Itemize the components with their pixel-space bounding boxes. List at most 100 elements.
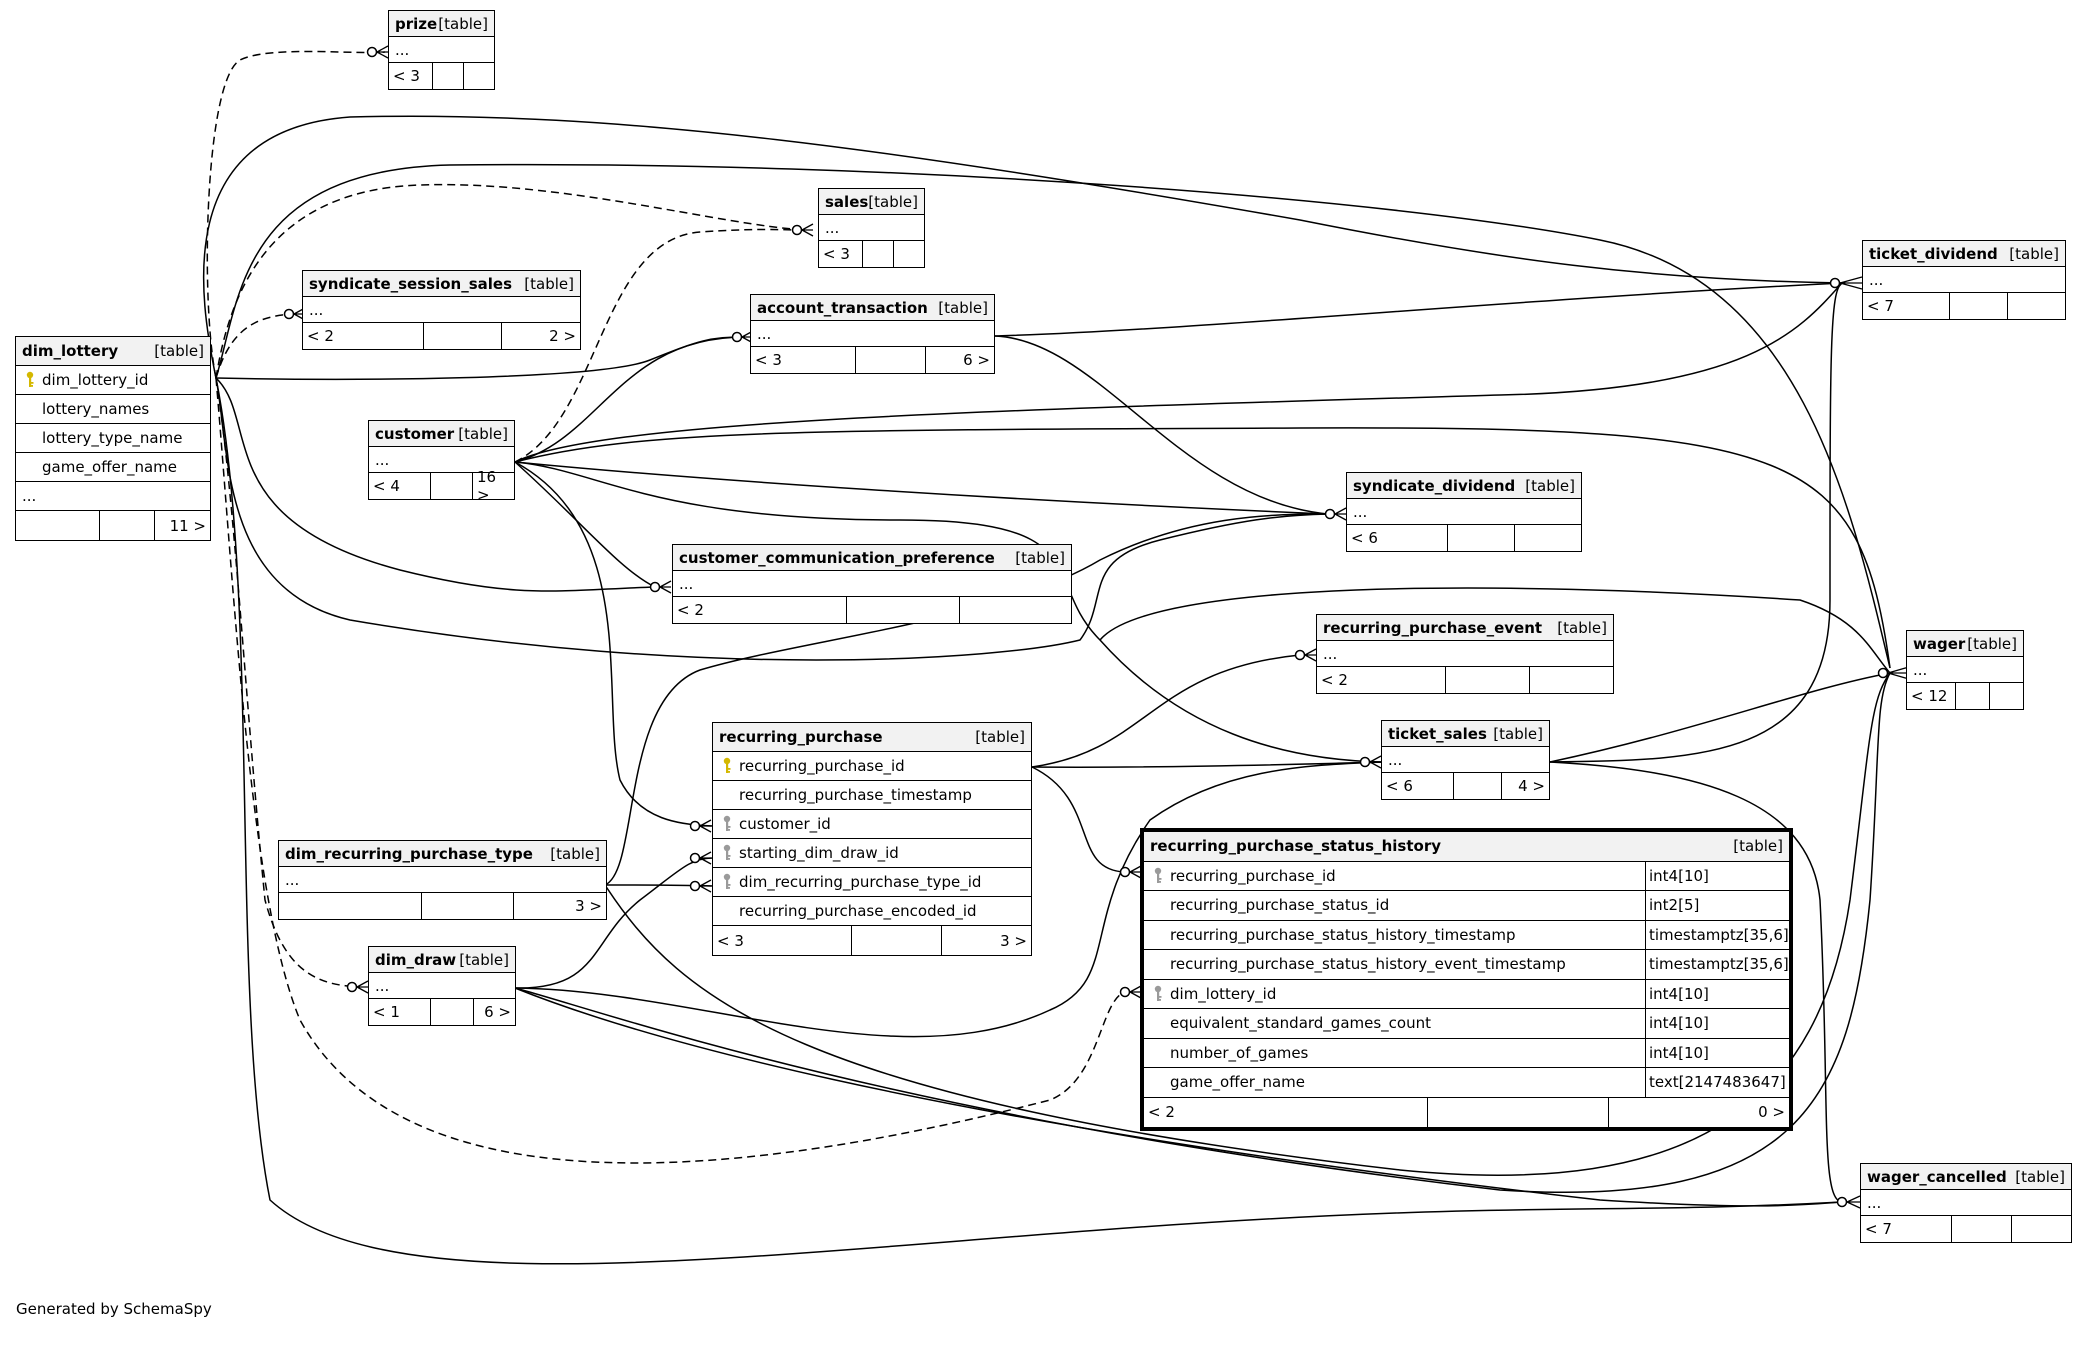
column-row[interactable]: customer_id bbox=[713, 810, 1031, 839]
children-count[interactable] bbox=[463, 63, 494, 89]
table-wager[interactable]: wager[table]...< 12 bbox=[1906, 630, 2024, 710]
table-footer: < 7 bbox=[1863, 293, 2065, 319]
cardinality-circle bbox=[689, 880, 701, 892]
table-syndicate-session-sales[interactable]: syndicate_session_sales[table]... < 2 2 > bbox=[302, 270, 581, 350]
column-row[interactable]: ... bbox=[1863, 267, 2065, 293]
column-row[interactable]: ... bbox=[673, 571, 1071, 597]
table-header: syndicate_session_sales[table] bbox=[303, 271, 580, 297]
parents-count[interactable]: < 2 bbox=[1148, 1103, 1175, 1122]
children-count[interactable] bbox=[2010, 1216, 2071, 1242]
column-row[interactable]: recurring_purchase_encoded_id bbox=[713, 897, 1031, 926]
column-row[interactable]: ... bbox=[279, 867, 606, 893]
parents-count[interactable]: < 3 bbox=[823, 245, 850, 263]
children-count[interactable] bbox=[1514, 525, 1581, 551]
column-row[interactable]: ... bbox=[751, 321, 994, 347]
children-count[interactable]: 3 > bbox=[513, 893, 606, 919]
children-count[interactable]: 6 > bbox=[924, 347, 994, 373]
table-name: customer_communication_preference bbox=[679, 548, 995, 567]
table-ticket-dividend[interactable]: ticket_dividend[table]...< 7 bbox=[1862, 240, 2066, 320]
column-name: recurring_purchase_id bbox=[1170, 866, 1336, 885]
column-row[interactable]: ... bbox=[1907, 657, 2023, 683]
column-row[interactable]: starting_dim_draw_id bbox=[713, 839, 1031, 868]
parents-count[interactable]: < 2 bbox=[307, 327, 334, 345]
column-row[interactable]: ... bbox=[389, 37, 494, 63]
column-row[interactable]: game_offer_name bbox=[16, 453, 210, 482]
table-wager-cancelled[interactable]: wager_cancelled[table]...< 7 bbox=[1860, 1163, 2072, 1243]
table-name: recurring_purchase_status_history bbox=[1150, 837, 1441, 856]
column-row[interactable]: ... bbox=[1382, 747, 1549, 773]
children-count[interactable]: 2 > bbox=[501, 323, 580, 349]
column-row[interactable]: ... bbox=[303, 297, 580, 323]
column-row[interactable]: dim_recurring_purchase_type_id bbox=[713, 868, 1031, 897]
column-name: recurring_purchase_id bbox=[739, 757, 905, 775]
table-customer-communication-preference[interactable]: customer_communication_preference[table]… bbox=[672, 544, 1072, 624]
parents-count[interactable]: < 1 bbox=[373, 1003, 400, 1021]
table-recurring-purchase[interactable]: recurring_purchase[table]recurring_purch… bbox=[712, 722, 1032, 956]
column-row[interactable]: recurring_purchase_status_history_event_… bbox=[1144, 950, 1789, 980]
table-syndicate-dividend[interactable]: syndicate_dividend[table]...< 6 bbox=[1346, 472, 1582, 552]
parents-count[interactable]: < 7 bbox=[1867, 297, 1894, 315]
children-count[interactable] bbox=[893, 241, 924, 267]
column-row[interactable]: lottery_names bbox=[16, 395, 210, 424]
parents-count[interactable] bbox=[16, 511, 99, 540]
children-count[interactable] bbox=[2007, 293, 2065, 319]
column-row[interactable]: recurring_purchase_timestamp bbox=[713, 781, 1031, 810]
column-row[interactable]: ... bbox=[16, 482, 210, 511]
parents-count[interactable]: < 3 bbox=[717, 931, 744, 950]
parents-count[interactable]: < 2 bbox=[677, 601, 704, 619]
column-row[interactable]: ... bbox=[1317, 641, 1613, 667]
column-name: game_offer_name bbox=[1170, 1073, 1305, 1092]
footer-spacer bbox=[432, 63, 463, 89]
column-row[interactable]: ... bbox=[1861, 1190, 2071, 1216]
children-count[interactable]: 3 > bbox=[940, 926, 1031, 955]
parents-count[interactable]: < 6 bbox=[1351, 529, 1378, 547]
parents-count[interactable] bbox=[279, 893, 421, 919]
table-sales[interactable]: sales[table]...< 3 bbox=[818, 188, 925, 268]
children-count[interactable] bbox=[1989, 683, 2023, 709]
children-count[interactable]: 4 > bbox=[1500, 773, 1549, 799]
column-row[interactable]: recurring_purchase_id bbox=[713, 752, 1031, 781]
column-row[interactable]: recurring_purchase_status_history_timest… bbox=[1144, 920, 1789, 950]
children-count[interactable]: 11 > bbox=[154, 511, 210, 540]
table-recurring-purchase-event[interactable]: recurring_purchase_event[table]...< 2 bbox=[1316, 614, 1614, 694]
parents-count[interactable]: < 3 bbox=[393, 67, 420, 85]
column-name: ... bbox=[1323, 644, 1338, 663]
children-count[interactable] bbox=[1529, 667, 1613, 693]
column-row[interactable]: ... bbox=[1347, 499, 1581, 525]
children-count[interactable]: 16 > bbox=[471, 468, 514, 504]
children-count[interactable]: 6 > bbox=[472, 999, 515, 1025]
column-name: ... bbox=[1388, 750, 1403, 769]
column-row[interactable]: ... bbox=[369, 447, 514, 473]
table-prize[interactable]: prize[table]...< 3 bbox=[388, 10, 495, 90]
table-recurring-purchase-status-history[interactable]: recurring_purchase_status_history[table]… bbox=[1140, 828, 1793, 1131]
column-row[interactable]: lottery_type_name bbox=[16, 424, 210, 453]
children-count[interactable]: 0 > bbox=[1608, 1097, 1789, 1127]
table-dim-recurring-purchase-type[interactable]: dim_recurring_purchase_type[table]...3 > bbox=[278, 840, 607, 920]
parents-count[interactable]: < 6 bbox=[1386, 777, 1413, 795]
parents-count[interactable]: < 12 bbox=[1911, 687, 1948, 705]
column-row[interactable]: ... bbox=[369, 973, 515, 999]
parents-count[interactable]: < 7 bbox=[1865, 1220, 1892, 1238]
parents-count[interactable]: < 4 bbox=[373, 477, 400, 495]
children-count[interactable] bbox=[958, 597, 1071, 623]
table-kind: [table] bbox=[2009, 244, 2059, 263]
parents-count[interactable]: < 2 bbox=[1321, 671, 1348, 689]
rel-dim-draw-recurring-purchase bbox=[514, 857, 714, 989]
table-footer: < 3 6 > bbox=[751, 347, 994, 373]
footer-spacer bbox=[862, 241, 893, 267]
column-row[interactable]: dim_lottery_id bbox=[16, 366, 210, 395]
parents-count[interactable]: < 3 bbox=[755, 351, 782, 369]
column-row[interactable]: ... bbox=[819, 215, 924, 241]
primary-key-icon bbox=[717, 757, 737, 775]
